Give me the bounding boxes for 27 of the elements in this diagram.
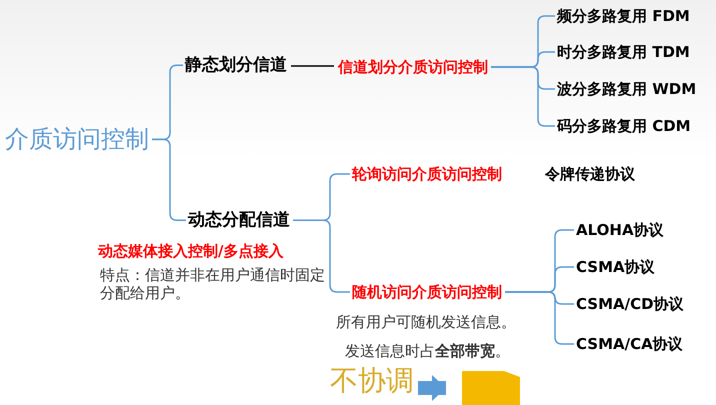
brace-connector — [505, 291, 574, 345]
leaf-label: CSMA协议 — [576, 258, 655, 276]
leaf-label: 波分多路复用 WDM — [557, 80, 696, 98]
example-text: 令牌传递协议 — [545, 165, 635, 183]
branch-label: 动态分配信道 — [188, 210, 290, 230]
branch-label: 随机访问介质访问控制 — [352, 283, 502, 301]
branch-label: 轮询访问介质访问控制 — [352, 165, 502, 183]
block-arrow — [418, 375, 446, 401]
topic-heading: 介质访问控制 — [5, 125, 149, 154]
branch-label: 静态划分信道 — [185, 55, 287, 76]
keyword-label: 不协调 — [330, 364, 414, 398]
leaf-label: 时分多路复用 TDM — [557, 43, 690, 61]
brace-connector — [491, 66, 555, 127]
leaf-label: CSMA/CD协议 — [576, 295, 684, 313]
leaf-label: ALOHA协议 — [576, 221, 664, 239]
note-text: 所有用户可随机发送信息。 — [336, 313, 516, 331]
subtitle-text: 动态媒体接入控制/多点接入 — [98, 242, 284, 260]
connector-line — [291, 65, 334, 67]
brace-connector — [293, 219, 350, 293]
note-text: 特点：信道并非在用户通信时固定分配给用户。 — [100, 266, 325, 302]
brace-connector — [152, 138, 186, 221]
leaf-label: 频分多路复用 FDM — [557, 7, 690, 25]
leaf-label: 码分多路复用 CDM — [557, 117, 691, 135]
branch-label: 信道划分介质访问控制 — [338, 58, 488, 76]
note-text: 发送信息时占全部带宽。 — [345, 342, 510, 360]
block-shape — [462, 371, 520, 405]
leaf-label: CSMA/CA协议 — [576, 335, 683, 353]
